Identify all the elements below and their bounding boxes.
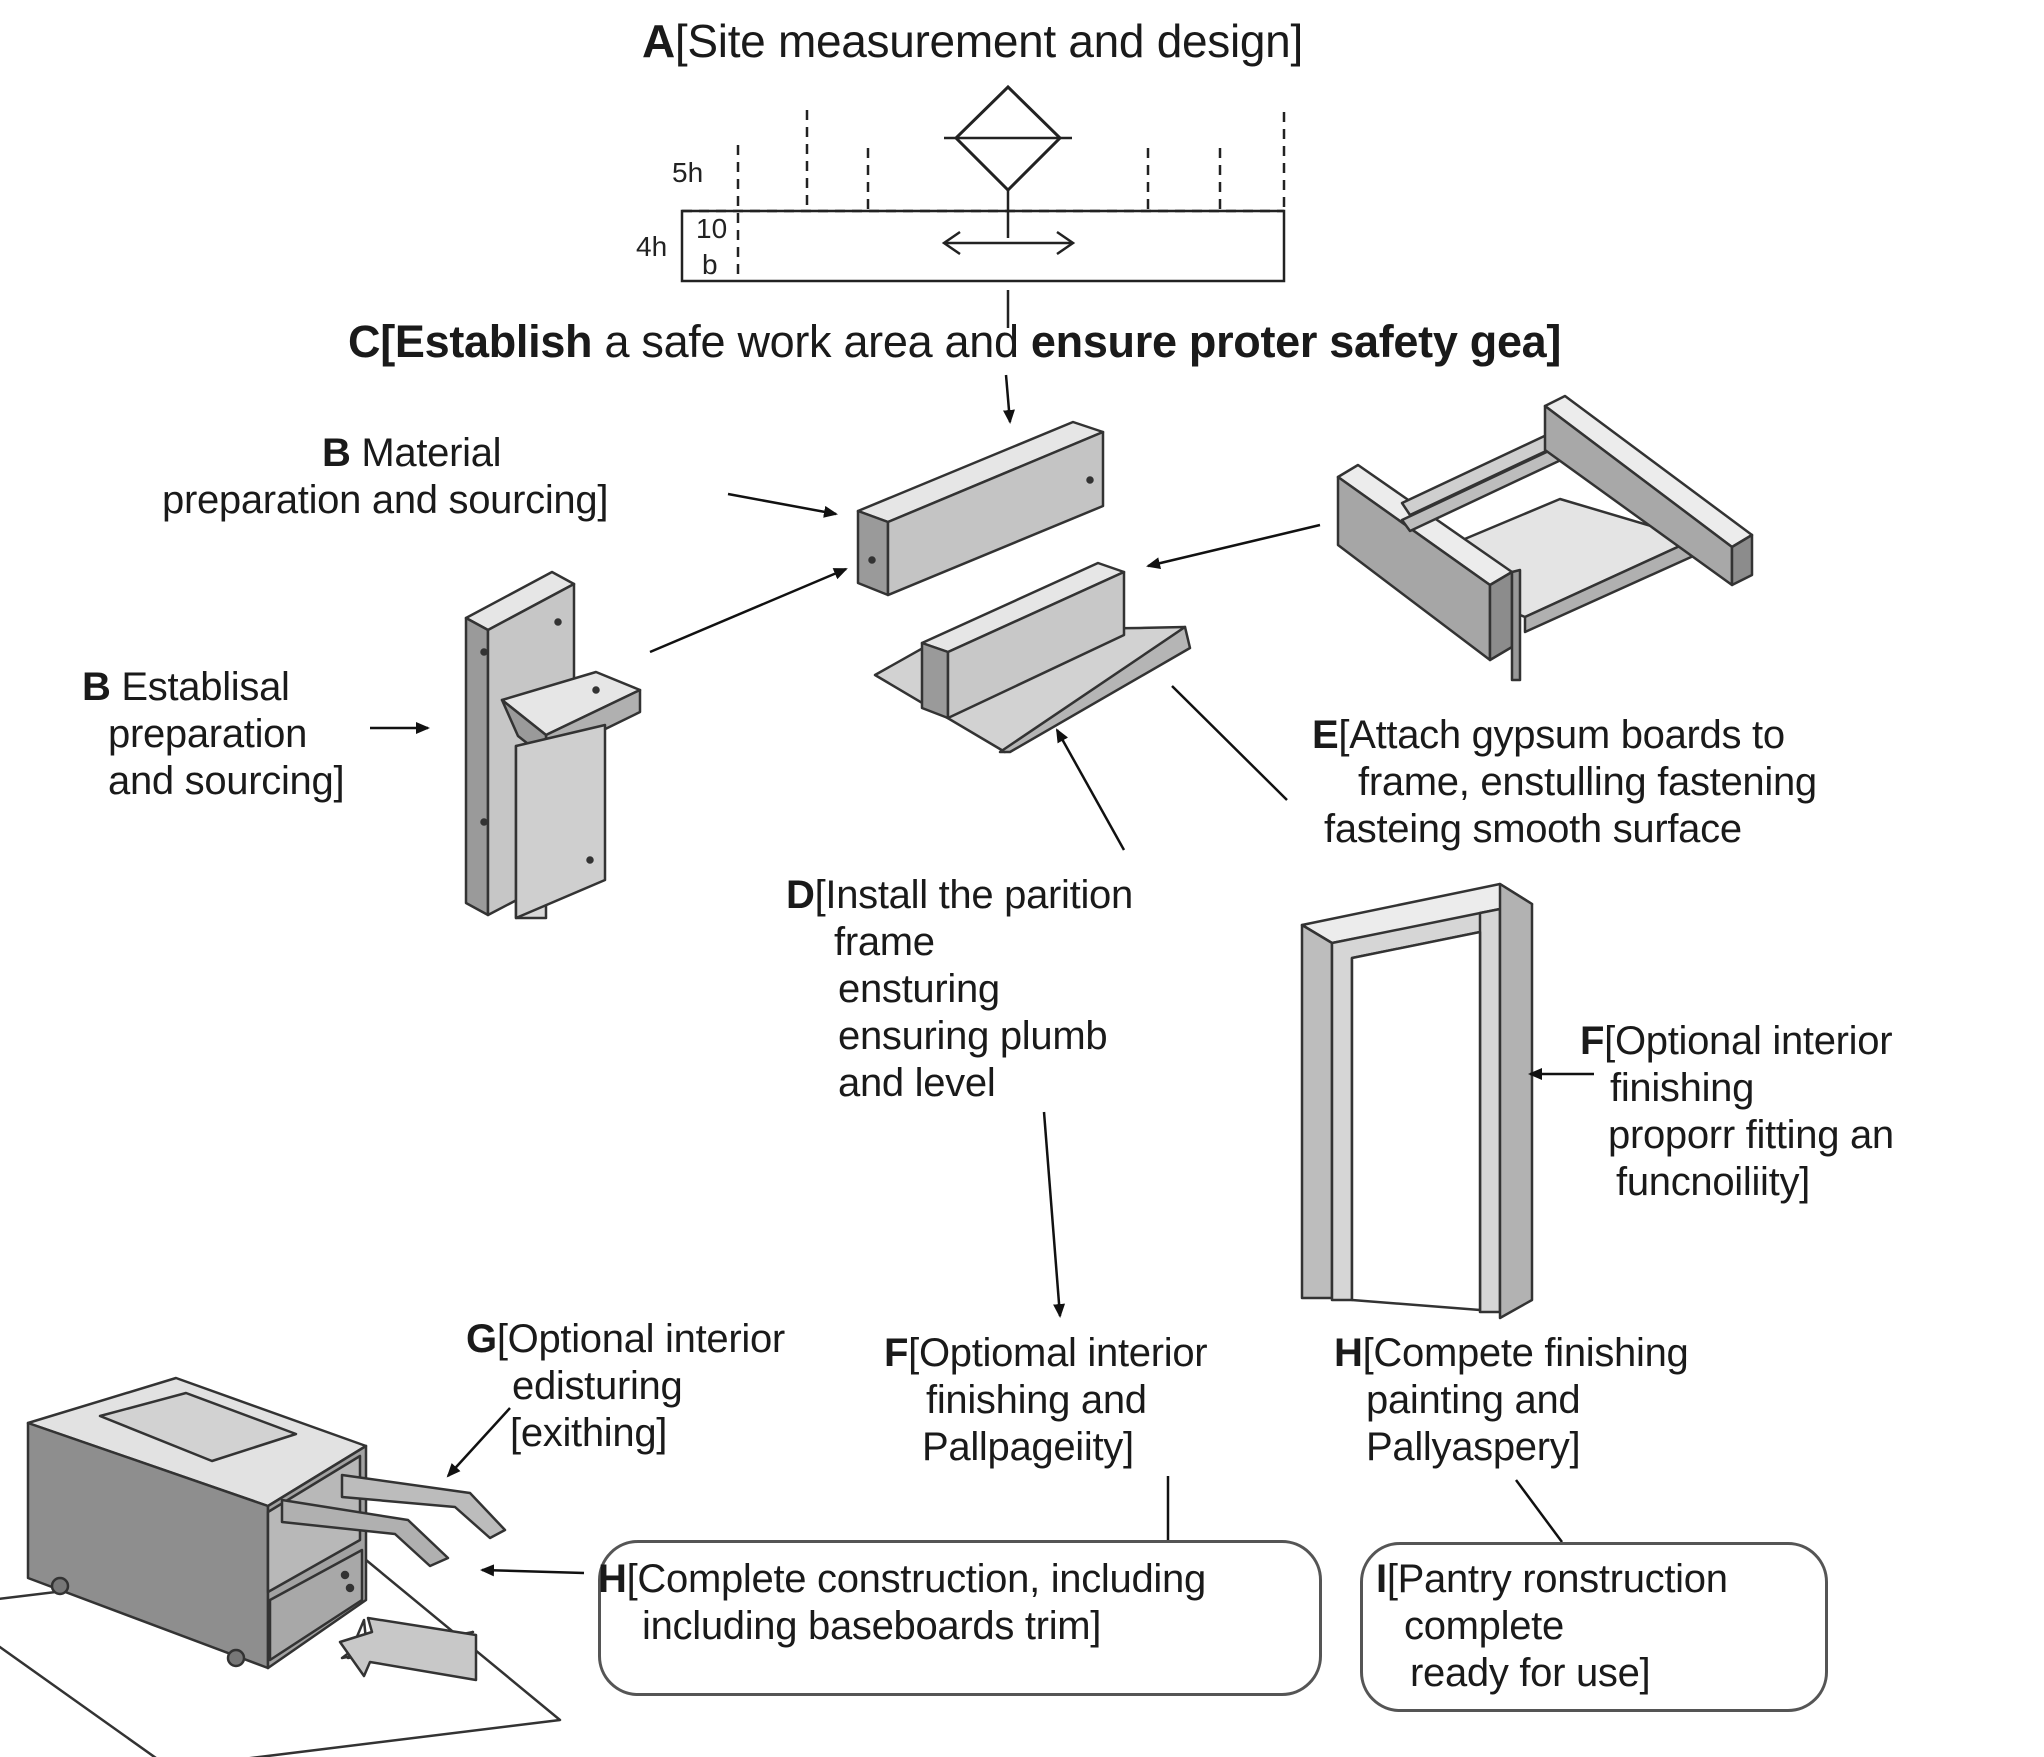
label-d-line-2: frame	[834, 920, 935, 964]
dim-4h: 4h	[636, 231, 668, 262]
label-d-line-4: ensuring plumb	[838, 1014, 1108, 1058]
label-c-bold-part: [Establish	[380, 316, 593, 367]
label-b1-letter: B	[322, 431, 351, 475]
pantry-cabinet	[0, 1376, 562, 1757]
label-f2-line-1: [Optiomal interior	[908, 1331, 1208, 1375]
label-e-line-3: fasteing smooth surface	[1324, 807, 1742, 851]
label-d-letter: D	[786, 873, 815, 917]
label-b-establisal-preparation: B Establisal preparation and sourcing]	[82, 664, 345, 805]
label-b2-line-3: and sourcing]	[108, 759, 345, 803]
site-plan-drawing	[680, 84, 1286, 283]
label-h1-line-1: [Compete finishing	[1362, 1331, 1689, 1375]
l-shaped-stud	[464, 570, 642, 920]
label-h1-line-3: Pallyaspery]	[1366, 1425, 1581, 1469]
label-e-line-1: [Attach gypsum boards to	[1338, 713, 1785, 757]
label-i-line-1: [Pantry ronstruction	[1386, 1557, 1728, 1601]
dim-b: b	[702, 249, 718, 280]
label-b1-line-2: preparation and sourcing]	[162, 478, 609, 522]
frame-assembly	[1336, 394, 1754, 682]
label-h1-line-2: painting and	[1366, 1378, 1581, 1422]
label-e-line-2: frame, enstulling fastening	[1358, 760, 1817, 804]
label-f2-line-2: finishing and	[926, 1378, 1147, 1422]
label-f1-letter: F	[1580, 1019, 1605, 1063]
connectors	[370, 492, 1594, 1577]
arrow-g-to-cabinet	[446, 1407, 511, 1478]
label-f-optiomal-interior-center: F[Optiomal interior finishing and Pallpa…	[884, 1330, 1208, 1471]
box-i-pantry-complete	[1360, 1542, 1828, 1712]
label-h-compete-finishing: H[Compete finishing painting and Pallyas…	[1334, 1330, 1689, 1471]
label-b2-line-2: preparation	[108, 712, 308, 756]
arrow-d-down	[1042, 1111, 1066, 1318]
line-h1-to-box	[1514, 1479, 1564, 1543]
label-f1-line-2: finishing	[1610, 1066, 1755, 1110]
arrow-frame-to-track	[1146, 523, 1321, 570]
arrow-stud-to-beam	[649, 567, 848, 654]
label-b1-line-1: Material	[350, 431, 502, 475]
label-h2-line-1: [Complete construction, including	[626, 1557, 1207, 1601]
box-h-complete-construction	[598, 1540, 1322, 1696]
label-h1-letter: H	[1334, 1331, 1363, 1375]
label-b2-letter: B	[82, 665, 111, 709]
label-a-text: [Site measurement and design]	[674, 15, 1303, 67]
dim-5h: 5h	[672, 157, 704, 188]
label-d-install-partition: D[Install the parition frame ensturing e…	[786, 872, 1133, 1107]
arrow-h2-to-cabinet	[480, 1564, 585, 1577]
label-g-letter: G	[466, 1317, 497, 1361]
label-f1-line-3: proporr fitting an	[1608, 1113, 1894, 1157]
label-d-line-5: and level	[838, 1061, 996, 1105]
door-frame	[1300, 882, 1534, 1320]
label-h-complete-construction: H[Complete construction, including inclu…	[598, 1556, 1206, 1650]
label-e-letter: E	[1312, 713, 1339, 757]
label-i-letter: I	[1376, 1557, 1387, 1601]
label-d-line-1: [Install the parition	[814, 873, 1134, 917]
label-g-line-1: [Optional interior	[496, 1317, 785, 1361]
label-i-line-3: ready for use]	[1410, 1651, 1651, 1695]
label-f-optional-interior-right: F[Optional interior finishing proporr fi…	[1580, 1018, 1894, 1206]
dim-10: 10	[696, 213, 728, 244]
label-g-optional-interior: G[Optional interior edisturing [exithing…	[466, 1316, 785, 1457]
arrow-b1-to-beam	[727, 492, 838, 518]
label-g-line-2: edisturing	[512, 1364, 683, 1408]
label-f1-line-1: [Optional interior	[1604, 1019, 1893, 1063]
label-c-bold-tail: ensure proter safety gea]	[1030, 316, 1562, 367]
label-b-material-preparation: B Material preparation and sourcing]	[162, 430, 608, 524]
label-d-line-3: ensturing	[838, 967, 1000, 1011]
label-c-letter: C	[348, 316, 381, 367]
label-f1-line-4: funcnoiliity]	[1616, 1160, 1810, 1204]
label-h2-letter: H	[598, 1557, 627, 1601]
label-f2-line-3: Pallpageiity]	[922, 1425, 1134, 1469]
top-beam	[856, 420, 1105, 597]
label-i-line-2: complete	[1404, 1604, 1564, 1648]
label-g-line-3: [exithing]	[510, 1411, 668, 1455]
arrow-c-to-beam	[1003, 374, 1015, 424]
label-e-attach-gypsum: E[Attach gypsum boards to frame, enstull…	[1312, 712, 1817, 853]
label-i-pantry-complete: I[Pantry ronstruction complete ready for…	[1376, 1556, 1728, 1697]
line-e-to-track	[1171, 685, 1288, 801]
label-f2-letter: F	[884, 1331, 909, 1375]
label-a-letter: A	[642, 15, 675, 67]
label-b2-line-1: Establisal	[110, 665, 290, 709]
label-a-site-measurement: A[Site measurement and design]	[642, 18, 1303, 65]
plan-outline	[680, 209, 1286, 283]
floor-track	[873, 561, 1192, 754]
arrow-d-to-track	[1055, 728, 1126, 851]
label-c-mid-part: a safe work area and	[592, 316, 1031, 367]
label-c-safe-work-area: C[Establish a safe work area and ensure …	[348, 318, 1561, 365]
label-h2-line-2: including baseboards trim]	[642, 1604, 1102, 1648]
